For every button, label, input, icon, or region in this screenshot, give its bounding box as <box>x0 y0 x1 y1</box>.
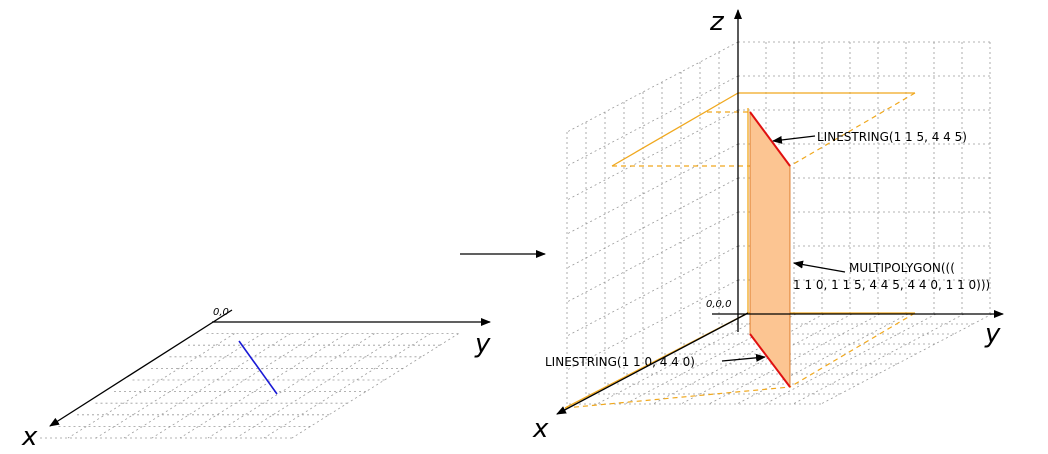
left-linestring <box>238 340 278 395</box>
polygon-label-line2: 1 1 0, 1 1 5, 4 4 5, 4 4 0, 1 1 0))) <box>793 278 990 292</box>
grid-line <box>708 313 881 405</box>
right-y-axis-label: y <box>984 319 1001 349</box>
right-x-axis <box>556 312 749 415</box>
grid-line <box>566 245 739 337</box>
grid-line <box>624 313 797 405</box>
right-floor-grid <box>569 313 993 405</box>
grid-line <box>596 313 769 405</box>
grid-line <box>566 177 739 269</box>
grid-line <box>566 109 739 201</box>
grid-line <box>235 333 403 439</box>
bottom-linestring-leader <box>721 353 766 362</box>
grid-line <box>566 211 739 303</box>
grid-line <box>566 75 739 167</box>
polygon-label-line1: MULTIPOLYGON((( <box>849 261 955 275</box>
left-y-axis-label: y <box>474 329 491 359</box>
grid-line <box>566 143 739 235</box>
grid-line <box>291 333 459 439</box>
multipolygon-surface <box>749 110 791 389</box>
left-floor-grid <box>40 333 459 439</box>
polygon-leader <box>793 260 846 273</box>
right-view: z y x 0,0,0 LINESTRING(1 1 5, 4 4 5) MUL… <box>532 7 1004 444</box>
bottom-linestring-label: LINESTRING(1 1 0, 4 4 0) <box>545 355 695 369</box>
top-linestring <box>749 111 791 167</box>
right-wall-grid <box>566 40 991 404</box>
left-x-axis-label: x <box>21 422 38 452</box>
right-origin-label: 0,0,0 <box>706 299 731 310</box>
grid-line <box>67 333 235 439</box>
grid-line <box>263 333 431 439</box>
grid-line <box>179 333 347 439</box>
grid-line <box>680 313 853 405</box>
left-x-axis <box>49 309 233 427</box>
grid-line <box>792 313 965 405</box>
top-linestring-label: LINESTRING(1 1 5, 4 4 5) <box>817 130 967 144</box>
grid-line <box>123 333 291 439</box>
grid-line <box>151 333 319 439</box>
left-view: 0,0 y x <box>21 307 491 452</box>
top-linestring-leader <box>772 135 816 144</box>
right-x-axis-label: x <box>532 414 549 444</box>
bottom-linestring <box>749 333 791 388</box>
grid-line <box>820 313 993 405</box>
grid-line <box>764 313 937 405</box>
grid-line <box>566 279 739 371</box>
grid-line <box>207 333 375 439</box>
grid-line <box>566 41 739 133</box>
right-z-axis-label: z <box>709 7 725 37</box>
grid-line <box>95 333 263 439</box>
left-origin-label: 0,0 <box>213 307 229 318</box>
